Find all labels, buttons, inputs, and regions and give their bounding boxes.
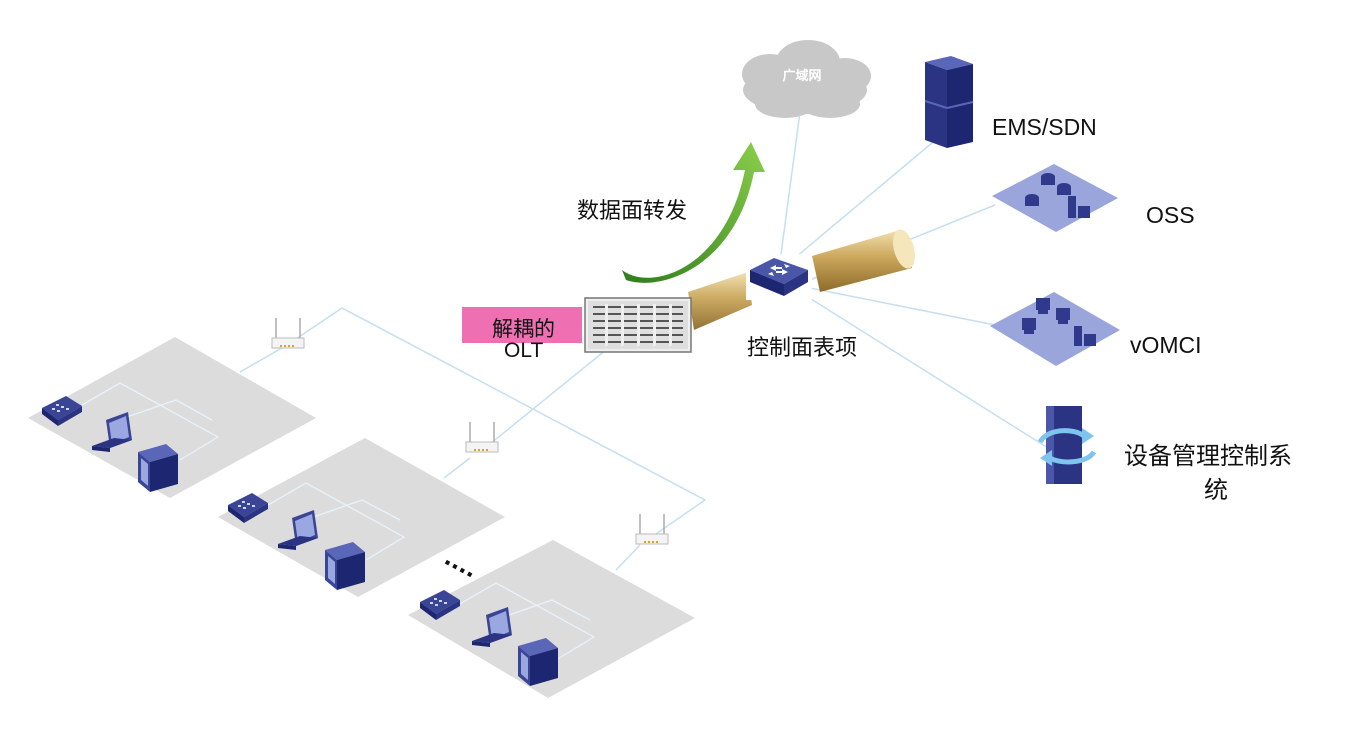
data-plane-label: 数据面转发 <box>577 198 688 223</box>
cloud-icon: 广域网 <box>742 40 871 118</box>
link-switch-dms <box>799 291 1049 449</box>
link-olt-ont2 <box>484 344 613 449</box>
ellipsis-marker: .... <box>440 546 481 584</box>
lan-platform-3 <box>408 540 695 698</box>
phone-icon <box>228 493 268 523</box>
ont-router-icon <box>465 422 499 453</box>
data-plane-arrow <box>622 142 765 283</box>
link-switch-cloud <box>779 111 801 263</box>
laptop-icon <box>92 412 132 452</box>
lan-platform-2 <box>218 438 505 597</box>
olt-label-line2: OLT <box>504 339 544 362</box>
ont-router-icon <box>635 514 669 545</box>
vomci-platform-icon <box>990 292 1120 366</box>
link-switch-ems <box>789 131 946 263</box>
phone-icon <box>420 590 460 620</box>
link-ont1-ont3 <box>239 307 707 539</box>
switch-icon <box>746 254 812 300</box>
cloud-label: 广域网 <box>782 68 821 84</box>
laptop-icon <box>472 607 512 647</box>
monitor-icon <box>138 444 178 492</box>
ont-router-icon <box>271 318 305 349</box>
switch-label: 控制面表项 <box>747 335 858 360</box>
server-icon <box>924 56 974 148</box>
lan-platform-1 <box>28 337 316 498</box>
link-switch-vomci <box>809 287 996 326</box>
laptop-icon <box>278 510 318 550</box>
link-ont2-lan2 <box>443 457 471 479</box>
link-ont3-lan3 <box>615 544 641 571</box>
olt-label-highlight <box>462 307 582 343</box>
olt-chassis-icon <box>584 297 692 353</box>
oss-platform-icon <box>992 164 1118 232</box>
ems-sdn-label: EMS/SDN <box>992 114 1097 140</box>
phone-icon <box>42 396 82 426</box>
dms-label-line1: 设备管理控制系 <box>1124 443 1292 470</box>
control-tube-right <box>812 229 915 292</box>
control-tube-left <box>688 272 752 330</box>
olt-label-line1: 解耦的 <box>492 318 555 341</box>
vomci-label: vOMCI <box>1130 332 1202 358</box>
management-system-icon <box>1037 406 1097 484</box>
monitor-icon <box>325 542 365 590</box>
oss-label: OSS <box>1146 202 1195 228</box>
dms-label-line2: 统 <box>1204 477 1228 504</box>
monitor-icon <box>518 638 558 686</box>
